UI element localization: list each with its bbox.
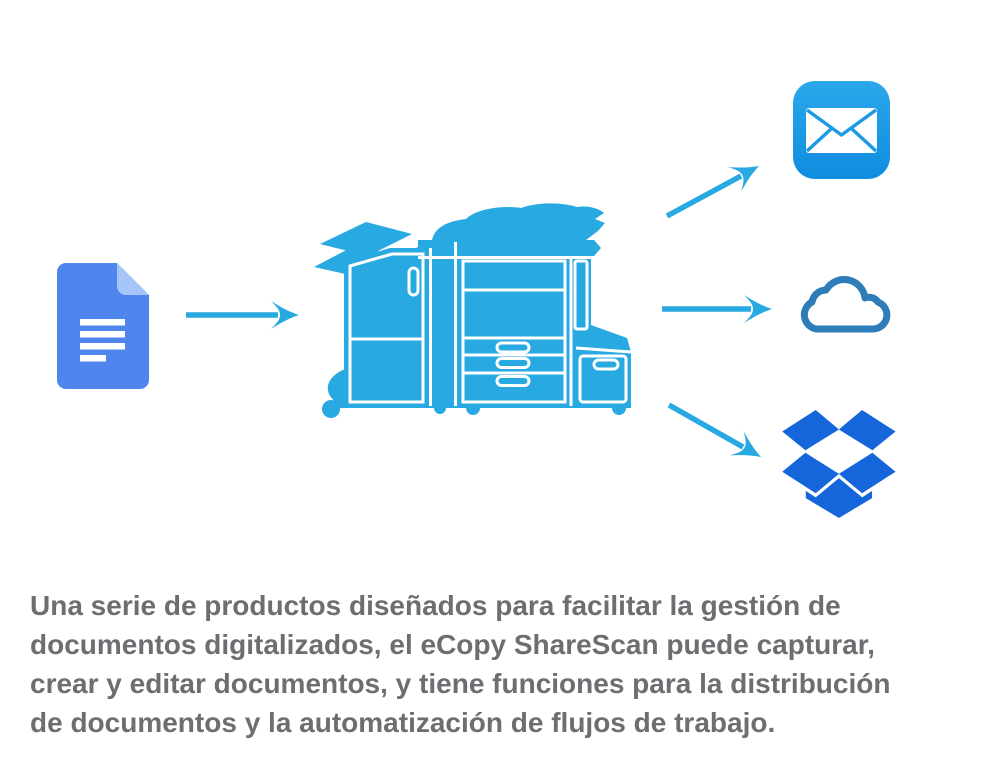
cloud-icon [800,276,891,333]
caption-line-1: Una serie de productos diseñados para fa… [30,590,841,621]
caption: Una serie de productos diseñados para fa… [30,586,990,742]
dropbox-icon [782,410,896,518]
copier-icon [314,203,632,418]
arrow-copier-to-mail [665,166,759,219]
caption-line-3: crear y editar documentos, y tiene funci… [30,668,891,699]
document-icon [57,263,149,389]
caption-line-2: documentos digitalizados, el eCopy Share… [30,629,875,660]
arrow-document-to-copier [186,301,299,329]
caption-line-4: de documentos y la automatización de flu… [30,707,776,738]
arrow-copier-to-dropbox [667,402,761,457]
mail-icon [793,81,890,179]
arrow-copier-to-cloud [662,295,772,323]
